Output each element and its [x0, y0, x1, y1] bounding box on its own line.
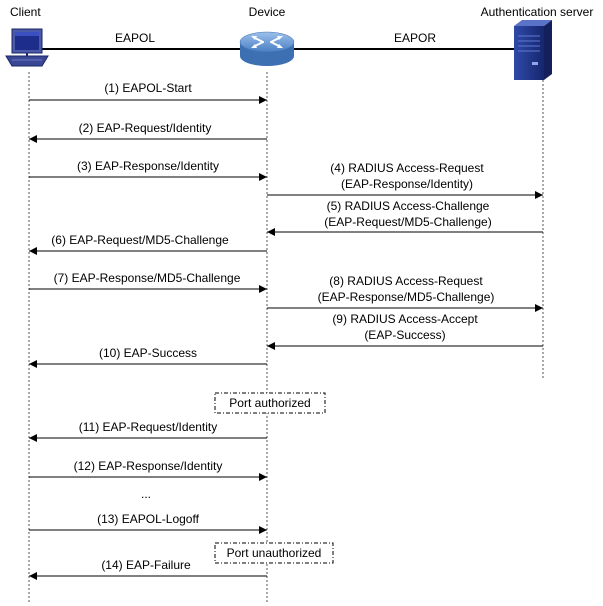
message-sublabel-m8: (EAP-Response/MD5-Challenge) [318, 290, 495, 304]
computer-icon [5, 28, 49, 67]
message-label-m13: (13) EAPOL-Logoff [97, 512, 200, 526]
message-label-m2: (2) EAP-Request/Identity [79, 121, 212, 135]
client-title: Client [10, 5, 41, 19]
message-sublabel-m5: (EAP-Request/MD5-Challenge) [324, 215, 491, 229]
message-label-m12: (12) EAP-Response/Identity [74, 459, 223, 473]
message-label-m4: (4) RADIUS Access-Request [330, 161, 484, 175]
message-label-m14: (14) EAP-Failure [101, 558, 191, 572]
message-label-m8: (8) RADIUS Access-Request [329, 274, 483, 288]
device-title: Device [249, 5, 286, 19]
server-title: Authentication server [481, 5, 594, 19]
message-sublabel-m9: (EAP-Success) [364, 328, 445, 342]
message-label-m7: (7) EAP-Response/MD5-Challenge [54, 271, 241, 285]
message-label-m10: (10) EAP-Success [99, 346, 197, 360]
message-label-m5: (5) RADIUS Access-Challenge [327, 199, 490, 213]
server-icon [514, 20, 552, 80]
message-arrows [29, 96, 543, 580]
port-authorized-state: Port authorized [214, 392, 326, 414]
eapor-label: EAPOR [394, 31, 436, 45]
message-label-m3: (3) EAP-Response/Identity [77, 159, 219, 173]
message-label-m6: (6) EAP-Request/MD5-Challenge [51, 233, 229, 247]
ellipsis-text: ... [141, 487, 151, 501]
router-icon [239, 31, 295, 66]
port-authorized-label: Port authorized [229, 396, 310, 410]
eapol-label: EAPOL [115, 31, 155, 45]
message-label-m1: (1) EAPOL-Start [104, 81, 192, 95]
port-unauthorized-label: Port unauthorized [227, 546, 322, 560]
message-label-m9: (9) RADIUS Access-Accept [332, 312, 478, 326]
message-sublabel-m4: (EAP-Response/Identity) [341, 177, 473, 191]
message-label-m11: (11) EAP-Request/Identity [79, 420, 218, 434]
port-unauthorized-state: Port unauthorized [214, 542, 334, 564]
